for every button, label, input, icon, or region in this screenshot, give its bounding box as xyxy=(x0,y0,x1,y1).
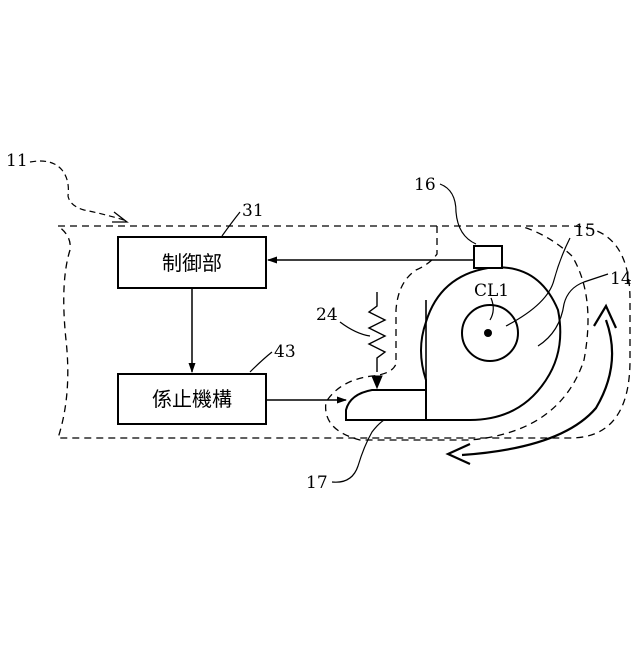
leader-43 xyxy=(250,352,272,372)
ref-31-label: 31 xyxy=(242,201,264,221)
leader-24 xyxy=(340,322,370,336)
ref-15-label: 15 xyxy=(574,221,596,241)
ref-11-label: 11 xyxy=(6,151,28,171)
leader-16 xyxy=(440,184,476,244)
ref-17-label: 17 xyxy=(306,473,328,493)
ref-14-label: 14 xyxy=(610,269,632,289)
sensor-16 xyxy=(474,246,502,268)
latch-pawl xyxy=(346,390,426,420)
locking-mechanism-label: 係止機構 xyxy=(152,387,232,411)
leader-17 xyxy=(332,420,384,482)
ref-16-label: 16 xyxy=(414,175,436,195)
control-unit-label: 制御部 xyxy=(162,251,222,275)
leader-31 xyxy=(222,212,240,236)
reel-center-pivot xyxy=(484,329,492,337)
spring-arrowhead xyxy=(372,376,382,388)
rotation-arrowhead-top xyxy=(594,306,616,328)
ref-24-label: 24 xyxy=(316,305,338,325)
leader-11 xyxy=(30,161,124,220)
ref-43-label: 43 xyxy=(274,342,296,362)
spring xyxy=(369,292,385,372)
